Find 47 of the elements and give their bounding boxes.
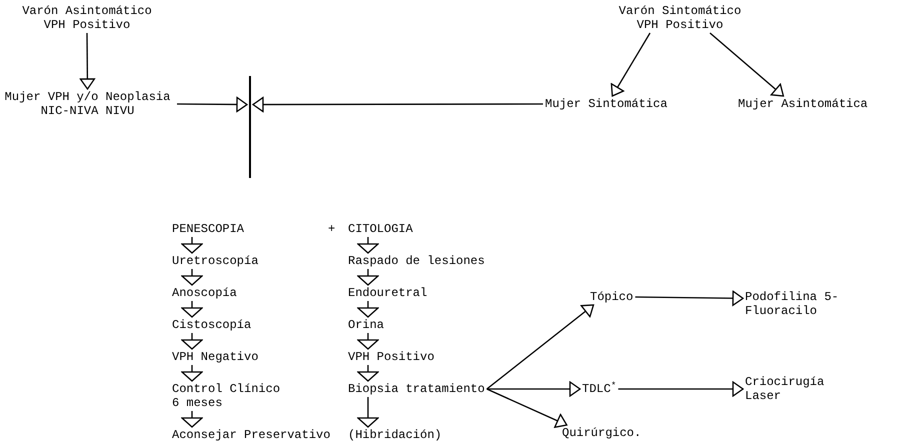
step-text: VPH Negativo xyxy=(172,350,258,364)
step-text: Control Clínico 6 meses xyxy=(172,382,287,410)
step-text: Podofilina 5-Fluoracilo xyxy=(745,290,845,318)
arrow xyxy=(357,237,379,254)
step-text: TDLC$^{*}$ xyxy=(582,382,616,396)
step-text: Tópico xyxy=(590,290,634,304)
arrow xyxy=(181,269,203,286)
step-text: Varón Asintomático VPH Positivo xyxy=(12,4,162,32)
arrow xyxy=(486,388,568,428)
arrow xyxy=(80,33,96,90)
step-text: (Hibridación) xyxy=(348,428,442,442)
step-text: Mujer Asintomática xyxy=(738,97,868,111)
arrow xyxy=(635,290,744,306)
arrow xyxy=(618,381,744,397)
arrow xyxy=(181,411,203,428)
arrow xyxy=(181,365,203,382)
arrow xyxy=(177,96,248,112)
step-text: Cistoscopía xyxy=(172,318,252,332)
step-text: Mujer VPH y/o Neoplasia NIC-NIVA NIVU xyxy=(0,90,175,118)
step-text: Aconsejar Preservativo xyxy=(172,428,330,442)
step-text: Quirúrgico. xyxy=(562,426,642,440)
step-text: Anoscopía xyxy=(172,286,237,300)
arrow xyxy=(357,397,379,428)
arrow xyxy=(181,237,203,254)
arrow xyxy=(486,304,594,390)
plus-sign: + xyxy=(328,222,336,236)
step-text: Varón Sintomático VPH Positivo xyxy=(605,4,755,32)
arrow xyxy=(710,32,784,97)
arrow xyxy=(181,333,203,350)
arrow xyxy=(252,96,543,112)
arrow xyxy=(357,301,379,318)
arrow xyxy=(181,301,203,318)
step-text: Uretroscopía xyxy=(172,254,258,268)
arrow xyxy=(357,269,379,286)
step-text: Raspado de lesiones xyxy=(348,254,485,268)
step-text: CITOLOGIA xyxy=(348,222,413,236)
step-text: VPH Positivo xyxy=(348,350,434,364)
step-text: Criocirugía Laser xyxy=(745,375,845,403)
step-text: Endouretral xyxy=(348,286,428,300)
arrow xyxy=(610,32,651,97)
arrow xyxy=(357,333,379,350)
step-text: Biopsia tratamiento xyxy=(348,382,485,396)
step-text: Mujer Sintomática xyxy=(545,97,668,111)
step-text: Orina xyxy=(348,318,384,332)
arrow xyxy=(357,365,379,382)
arrow xyxy=(486,381,581,397)
step-text: PENESCOPIA xyxy=(172,222,244,236)
